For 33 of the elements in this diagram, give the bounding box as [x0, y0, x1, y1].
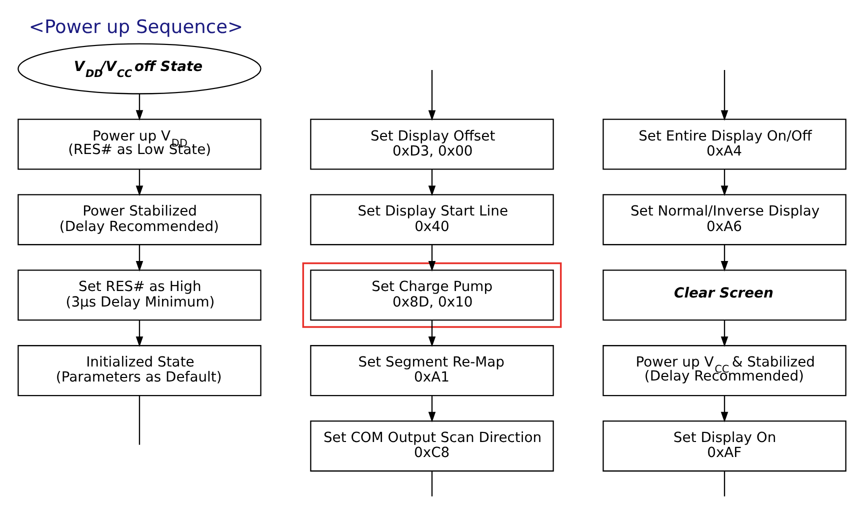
connector [430, 470, 432, 496]
arrow [428, 395, 436, 422]
node-box: Set Display Offset 0xD3, 0x00 [310, 118, 554, 170]
node-box: Power up V$_{CC}$ & Stabilized (Delay Recommended) [602, 344, 846, 396]
node-box: Set Display Start Line 0x40 [310, 194, 554, 245]
node-box: Set COM Output Scan Direction 0xC8 [310, 420, 554, 472]
arrow [720, 320, 728, 346]
node-ellipse: V$_{DD}$/V$_{CC}$ off State [17, 42, 261, 94]
arrow [135, 320, 143, 346]
node-box: Set Segment Re-Map 0xA1 [310, 344, 554, 396]
connector [138, 395, 140, 444]
arrow [428, 320, 436, 346]
arrow [428, 168, 436, 196]
node-box: Power up V$_{DD}$ (RES# as Low State) [17, 118, 261, 170]
diagram-title: <Power up Sequence> [28, 16, 243, 38]
node-box: Set Normal/Inverse Display 0xA6 [602, 194, 846, 245]
arrow [135, 93, 143, 120]
node-box: Set Display On 0xAF [602, 420, 846, 472]
arrow [720, 70, 728, 120]
arrow [135, 244, 143, 271]
arrow [720, 168, 728, 196]
node-box: Set Charge Pump 0x8D, 0x10 [310, 269, 554, 320]
arrow [720, 244, 728, 271]
arrow [428, 70, 436, 120]
node-box: Clear Screen [602, 269, 846, 320]
node-box: Set RES# as High (3μs Delay Minimum) [17, 269, 261, 320]
connector [723, 470, 725, 496]
node-box: Set Entire Display On/Off 0xA4 [602, 118, 846, 170]
node-box: Initialized State (Parameters as Default) [17, 344, 261, 396]
arrow [720, 395, 728, 422]
node-box: Power Stabilized (Delay Recommended) [17, 194, 261, 245]
arrow [428, 244, 436, 271]
arrow [135, 168, 143, 196]
